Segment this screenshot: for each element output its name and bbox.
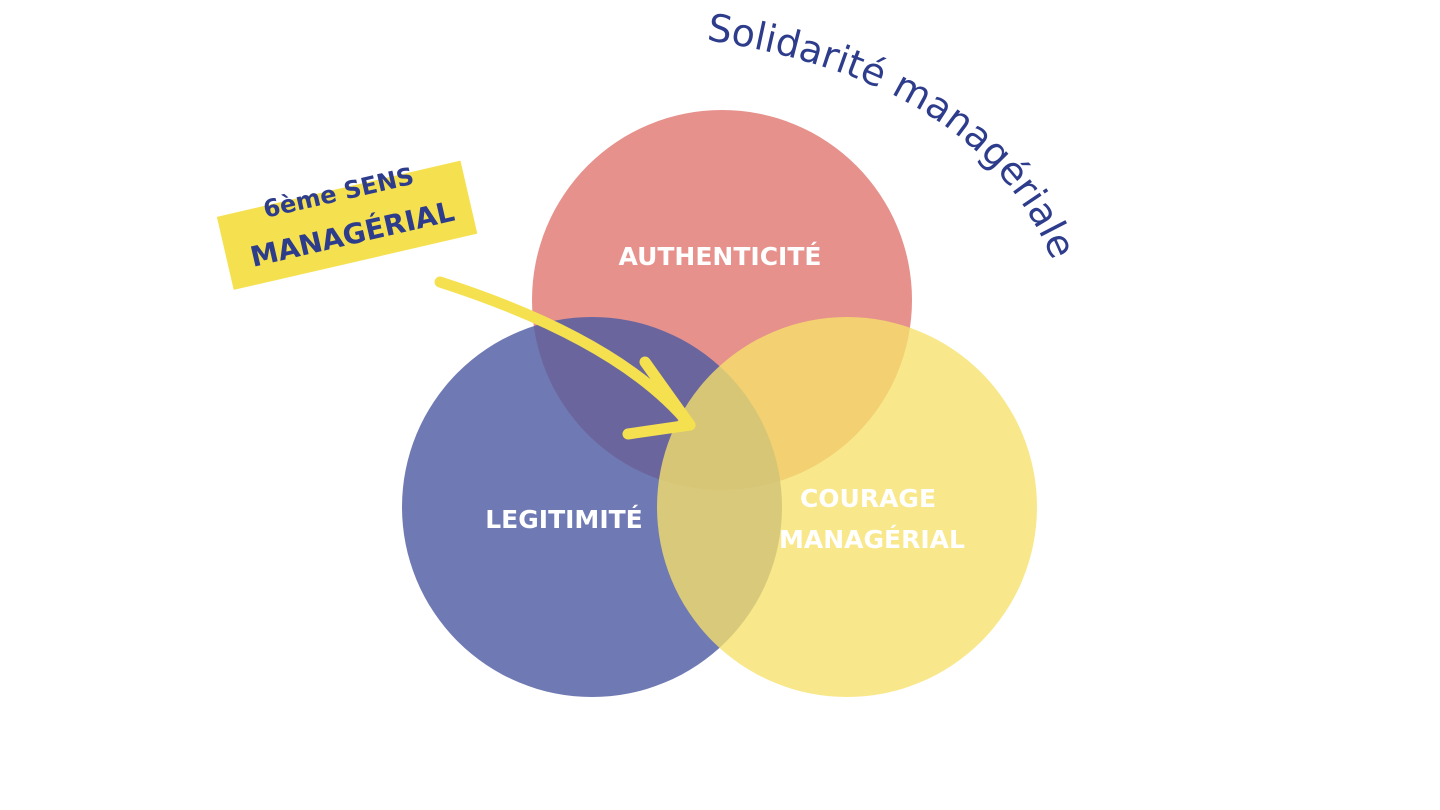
- callout: 6ème SENS MANAGÉRIAL: [216, 160, 478, 290]
- label-authenticite: AUTHENTICITÉ: [619, 242, 822, 271]
- circle-courage: [657, 317, 1037, 697]
- arrow-icon: [434, 276, 696, 440]
- label-courage-2: MANAGÉRIAL: [779, 525, 965, 554]
- label-legitimite: LEGITIMITÉ: [485, 505, 643, 534]
- callout-highlight: [216, 160, 478, 290]
- label-courage-1: COURAGE: [800, 484, 936, 513]
